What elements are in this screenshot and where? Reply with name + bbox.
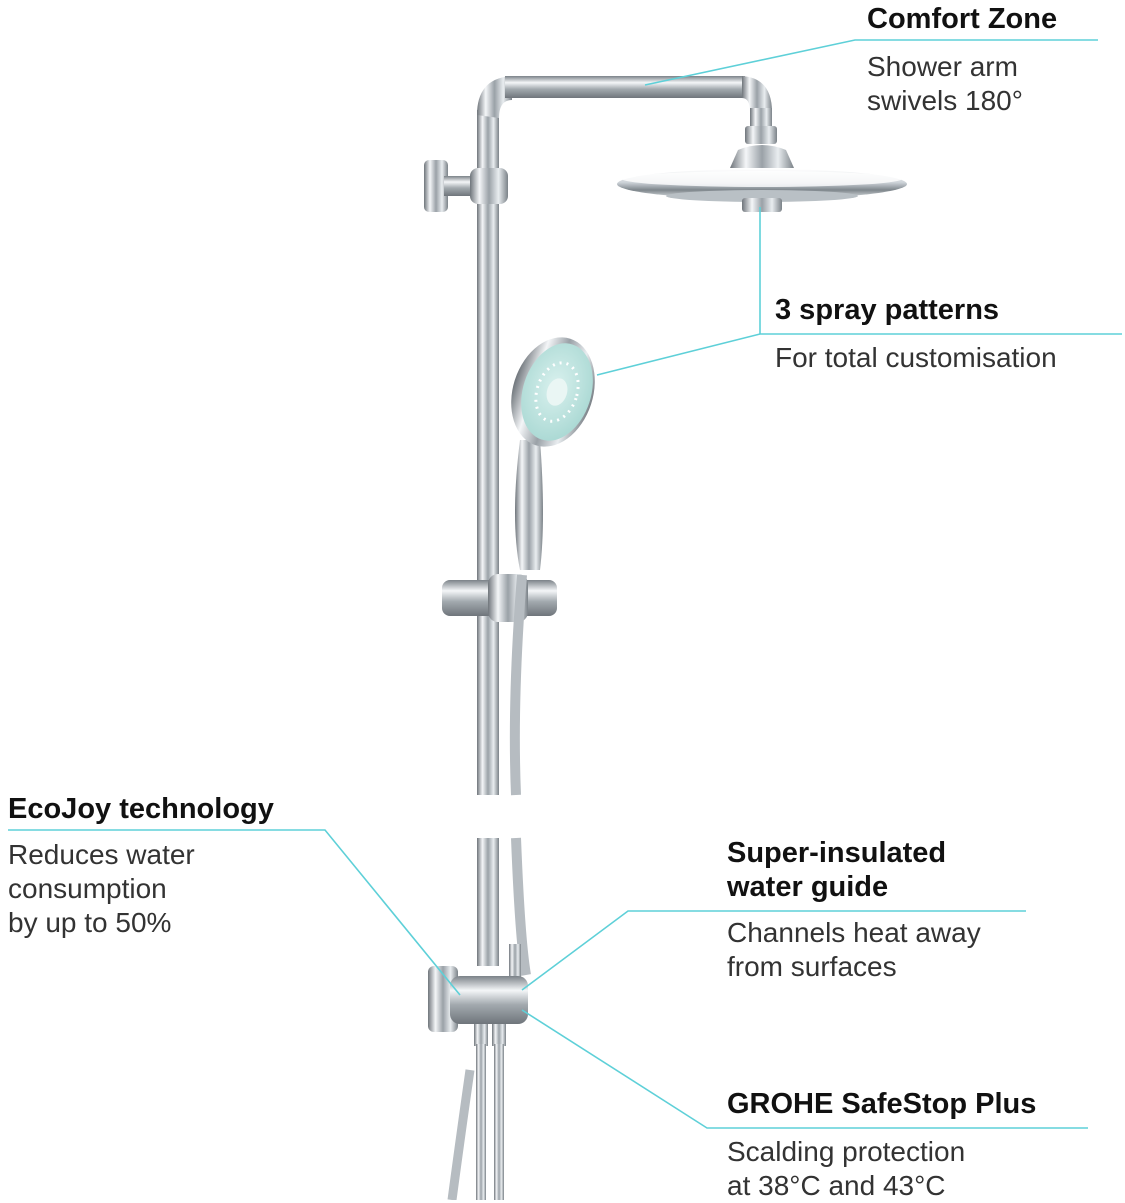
comfort-zone-title: Comfort Zone xyxy=(867,3,1058,35)
safestop-title: GROHE SafeStop Plus xyxy=(727,1088,1037,1120)
ecojoy-description: Reduces water consumption by up to 50% xyxy=(8,839,195,938)
callout-insulated-water-guide: Super-insulated water guide Channels hea… xyxy=(727,836,981,984)
lower-riser xyxy=(477,837,531,986)
shower-hose xyxy=(509,574,527,796)
callout-safestop-plus: GROHE SafeStop Plus Scalding protection … xyxy=(727,1087,1036,1203)
hand-shower xyxy=(511,337,595,570)
diverter-unit xyxy=(428,966,528,1200)
spray-patterns-title: 3 spray patterns xyxy=(775,294,1000,326)
callout-comfort-zone: Comfort Zone Shower arm swivels 180° xyxy=(867,2,1057,118)
leader-line-safestop xyxy=(521,1009,1088,1129)
slider-holder xyxy=(442,574,557,622)
insulated-title: Super-insulated water guide xyxy=(727,837,947,903)
overhead-shower-head xyxy=(617,145,907,212)
callout-spray-patterns: 3 spray patterns For total customisation xyxy=(775,293,1057,375)
leader-lines xyxy=(8,39,1122,1129)
spray-patterns-description: For total customisation xyxy=(775,342,1057,373)
safestop-description: Scalding protection at 38°C and 43°C xyxy=(727,1136,966,1201)
leader-line-ecojoy xyxy=(8,829,461,996)
leader-line-comfort-zone xyxy=(644,39,1098,86)
callout-ecojoy: EcoJoy technology Reduces water consumpt… xyxy=(8,792,274,940)
shower-arm xyxy=(477,76,777,795)
comfort-zone-description: Shower arm swivels 180° xyxy=(867,51,1023,116)
wall-bracket-upper xyxy=(424,160,508,212)
insulated-description: Channels heat away from surfaces xyxy=(727,917,981,982)
leader-line-insulated xyxy=(521,910,1026,991)
ecojoy-title: EcoJoy technology xyxy=(8,793,274,825)
